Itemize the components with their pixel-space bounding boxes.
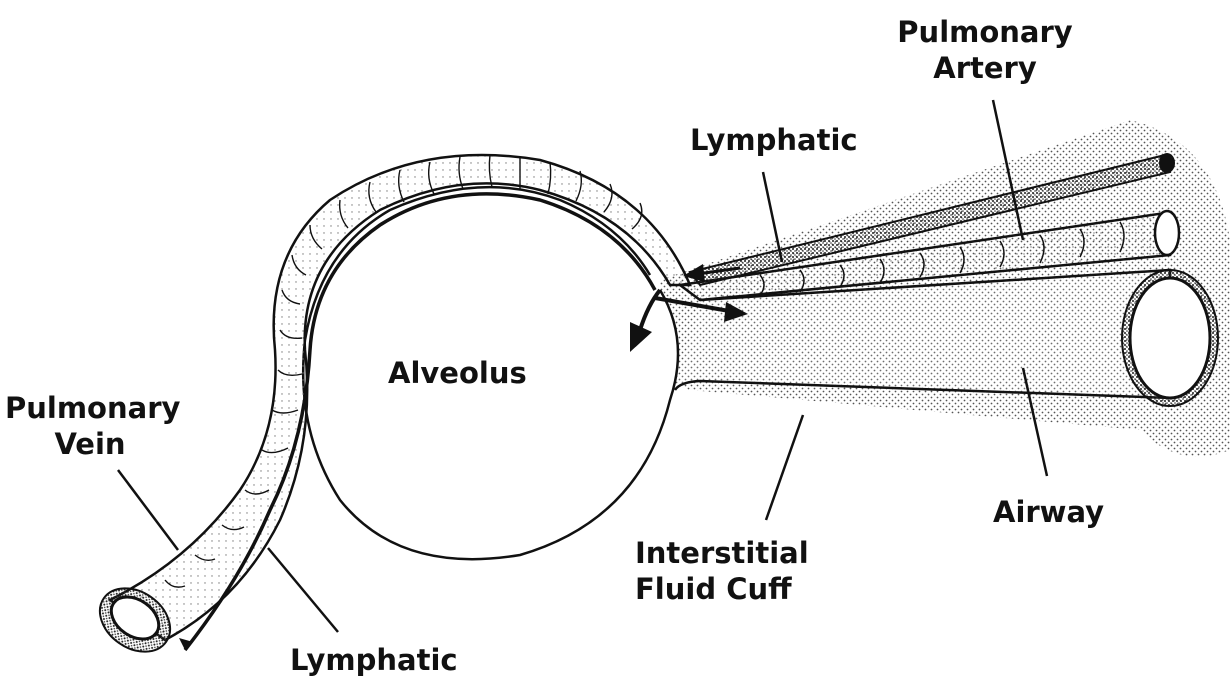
label-airway: Airway (993, 494, 1104, 530)
label-alveolus: Alveolus (388, 355, 527, 391)
label-lymphatic-bottom: Lymphatic (290, 642, 458, 678)
label-pulmonary-vein: Pulmonary Vein (5, 390, 175, 462)
label-pulmonary-artery: Pulmonary Artery (890, 14, 1080, 86)
label-interstitial-fluid-cuff: Interstitial Fluid Cuff (635, 535, 835, 607)
label-lymphatic-top: Lymphatic (690, 122, 858, 158)
